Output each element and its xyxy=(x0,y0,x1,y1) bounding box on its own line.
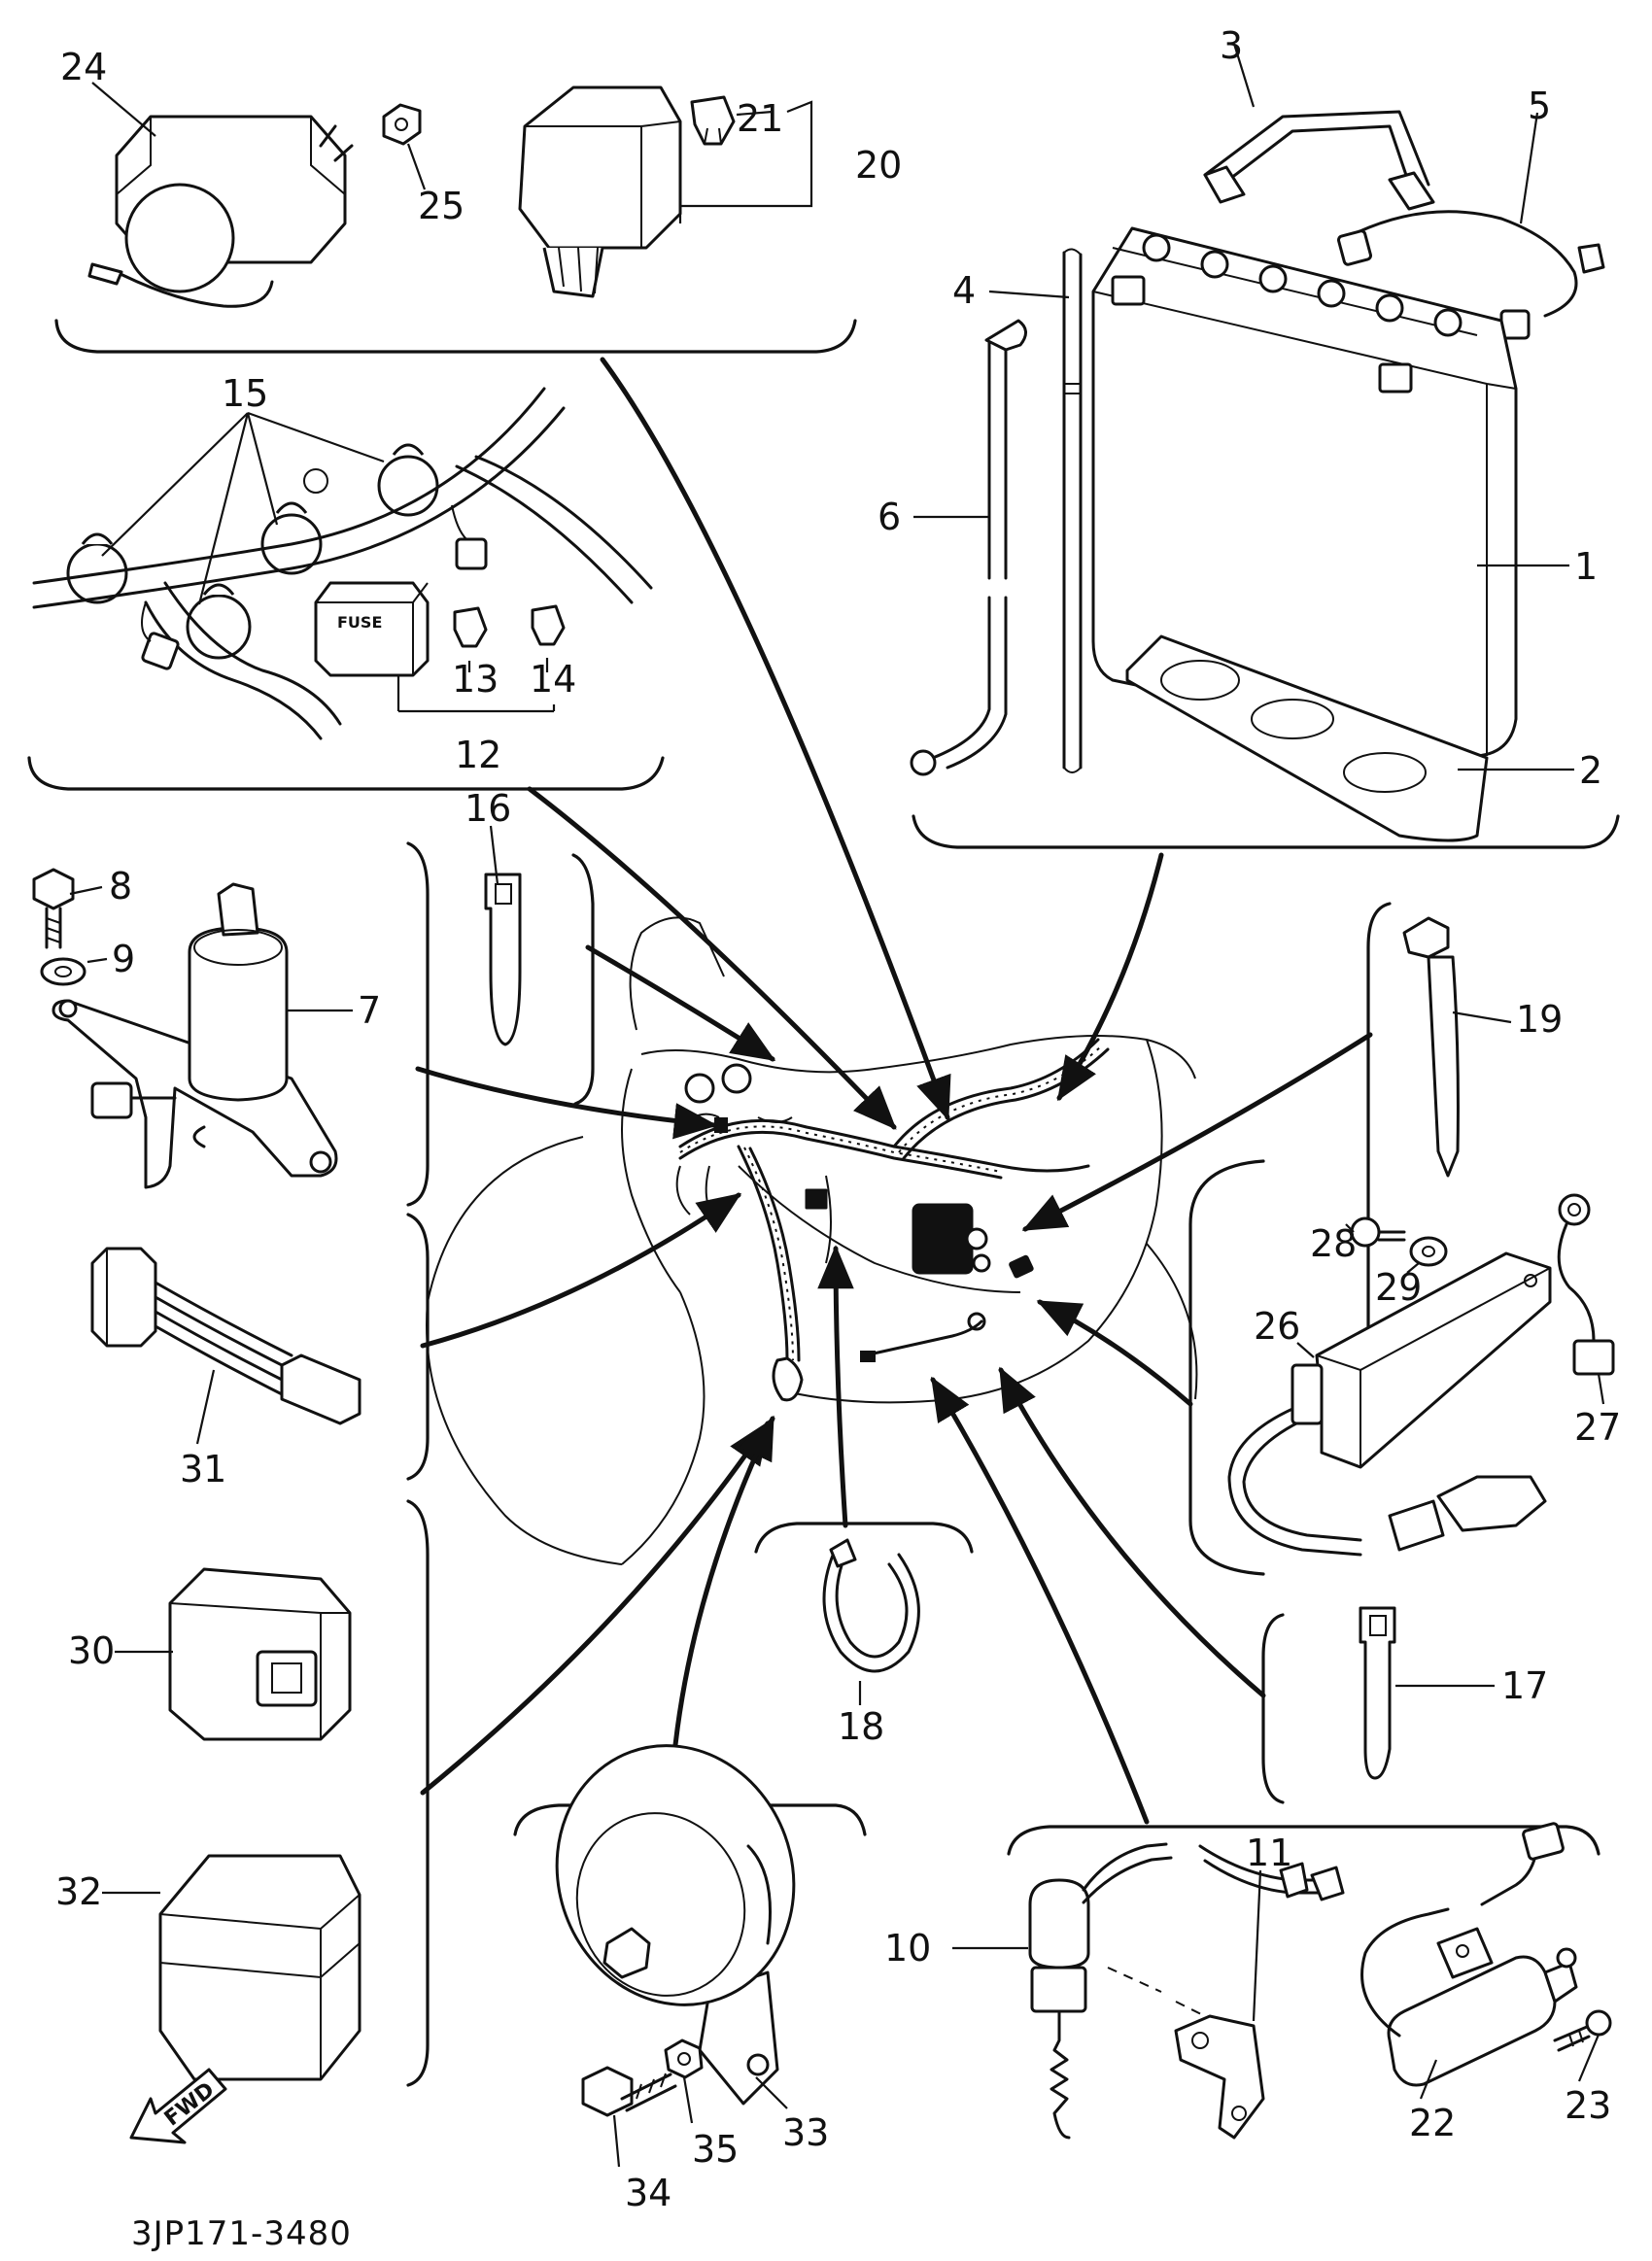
part-18-clamp xyxy=(822,1538,920,1673)
callout-24: 24 xyxy=(60,46,107,88)
callout-22: 22 xyxy=(1409,2102,1456,2144)
callout-18: 18 xyxy=(838,1705,884,1748)
part-30-relay xyxy=(168,1567,352,1741)
part-27-earth-lead xyxy=(1557,1193,1615,1376)
part-22-solenoid xyxy=(1360,1822,1578,2087)
part-8-bolt xyxy=(32,868,75,949)
part-6-minus-lead xyxy=(910,319,1027,776)
part-12-fuse-box: FUSE xyxy=(314,581,430,677)
callout-33: 33 xyxy=(782,2111,829,2154)
callout-35: 35 xyxy=(692,2128,739,2171)
callout-2: 2 xyxy=(1579,749,1602,792)
part-9-washer xyxy=(40,957,86,986)
callout-21: 21 xyxy=(737,97,783,140)
part-5-battery-lead xyxy=(1336,210,1605,340)
callout-34: 34 xyxy=(625,2172,671,2214)
assembly-pointer-lines xyxy=(415,357,1373,1825)
part-17-cable-tie xyxy=(1359,1606,1396,1780)
part-29-washer xyxy=(1409,1236,1448,1267)
callout-12: 12 xyxy=(455,734,501,776)
callout-13: 13 xyxy=(452,658,499,701)
callout-8: 8 xyxy=(109,865,132,908)
callout-16: 16 xyxy=(465,787,511,830)
part-31-lead-wire xyxy=(90,1247,361,1425)
part-7-main-switch xyxy=(52,882,338,1189)
callout-4: 4 xyxy=(952,269,976,312)
section-brackets xyxy=(27,319,1620,2087)
forward-direction-arrow: FWD xyxy=(129,2068,227,2144)
part-26-control-unit xyxy=(1227,1251,1552,1557)
callout-25: 25 xyxy=(418,185,465,227)
callout-10: 10 xyxy=(884,1927,931,1970)
callout-leader-lines xyxy=(69,43,1605,2168)
part-19-cable-tie xyxy=(1402,916,1460,1178)
callout-6: 6 xyxy=(878,496,901,538)
callout-27: 27 xyxy=(1574,1406,1621,1449)
part-20-relay-assembly xyxy=(518,86,682,298)
part-10-switch xyxy=(1028,1842,1345,2140)
callout-17: 17 xyxy=(1501,1664,1548,1707)
part-35-nut xyxy=(664,2038,704,2079)
part-14-fuse xyxy=(531,604,566,646)
part-13-fuse xyxy=(453,606,488,648)
part-2-battery-tray xyxy=(1125,634,1489,842)
callout-7: 7 xyxy=(358,989,381,1032)
fuse-box-label: FUSE xyxy=(337,613,382,632)
part-28-screw xyxy=(1350,1216,1406,1248)
part-33-horn xyxy=(555,1744,796,2106)
callout-numbers: 1 2 3 4 5 6 7 8 9 10 11 12 13 14 15 16 1… xyxy=(55,24,1621,2214)
callout-20: 20 xyxy=(855,144,902,187)
part-25-nut xyxy=(382,103,422,146)
part-11-bracket xyxy=(1174,2014,1265,2140)
callout-26: 26 xyxy=(1254,1305,1300,1348)
part-3-battery-band xyxy=(1203,110,1435,211)
part-16-cable-tie xyxy=(484,873,522,1046)
main-wire-harness xyxy=(675,1038,1110,1402)
callout-15: 15 xyxy=(222,372,268,415)
callout-14: 14 xyxy=(530,658,576,701)
callout-5: 5 xyxy=(1528,85,1551,127)
part-23-screw xyxy=(1553,2009,1612,2052)
part-21-fuse xyxy=(690,95,736,146)
part-4-breather-hose xyxy=(1062,248,1083,773)
callout-29: 29 xyxy=(1375,1266,1422,1309)
part-15-harness-clamps xyxy=(32,387,653,740)
part-24-relay-unit xyxy=(87,115,354,308)
callout-28: 28 xyxy=(1310,1222,1357,1265)
part-32-relay xyxy=(158,1854,361,2081)
callout-1: 1 xyxy=(1574,545,1598,588)
callout-23: 23 xyxy=(1565,2084,1611,2127)
callout-9: 9 xyxy=(112,938,135,980)
part-34-bolt xyxy=(581,2066,677,2117)
callout-3: 3 xyxy=(1220,24,1243,67)
callout-30: 30 xyxy=(68,1629,115,1672)
motorcycle-frame-outline xyxy=(426,916,1198,1565)
callout-31: 31 xyxy=(180,1448,226,1490)
diagram-code: 3JP171-3480 xyxy=(131,2214,352,2253)
callout-32: 32 xyxy=(55,1870,102,1913)
callout-19: 19 xyxy=(1516,998,1563,1041)
callout-11: 11 xyxy=(1246,1832,1292,1874)
